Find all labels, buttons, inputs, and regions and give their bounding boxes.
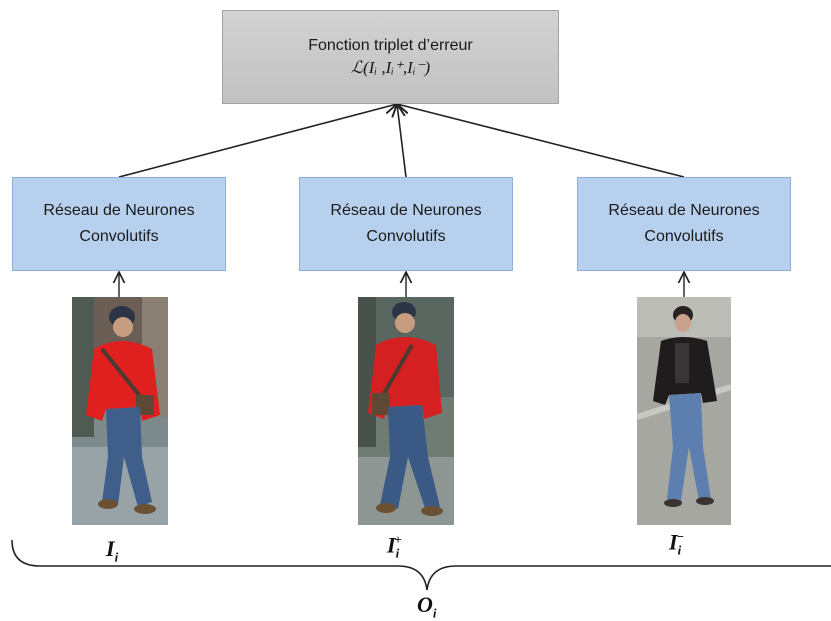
cnn-label-line2: Convolutifs xyxy=(79,228,159,245)
negative-label: Ii− xyxy=(669,529,685,558)
cnn-label-line1: Réseau de Neurones xyxy=(43,202,195,219)
positive-label: Ii+ xyxy=(387,532,402,561)
cnn-box-anchor: Réseau de Neurones Convolutifs xyxy=(12,177,226,271)
arrow-cnn1-to-loss xyxy=(118,104,397,178)
arrow-cnn3-to-loss xyxy=(397,104,685,178)
cnn-label-line1: Réseau de Neurones xyxy=(330,202,482,219)
anchor-pedestrian-image xyxy=(72,297,168,525)
cnn-label-line2: Convolutifs xyxy=(366,228,446,245)
cnn-label-line2: Convolutifs xyxy=(644,228,724,245)
loss-title: Fonction triplet d’erreur xyxy=(308,37,473,54)
group-brace xyxy=(11,539,831,591)
positive-pedestrian-image xyxy=(358,297,454,525)
cnn-box-positive: Réseau de Neurones Convolutifs xyxy=(299,177,513,271)
negative-pedestrian-image xyxy=(637,297,731,525)
anchor-label: Ii xyxy=(106,536,119,565)
loss-formula: ℒ(Iᵢ ,Iᵢ⁺,Iᵢ⁻) xyxy=(350,58,431,77)
cnn-box-negative: Réseau de Neurones Convolutifs xyxy=(577,177,791,271)
cnn-label-line1: Réseau de Neurones xyxy=(608,202,760,219)
arrow-cnn2-to-loss xyxy=(397,104,407,178)
group-label: Oi xyxy=(417,592,437,621)
loss-function-box: Fonction triplet d’erreur ℒ(Iᵢ ,Iᵢ⁺,Iᵢ⁻) xyxy=(222,10,559,104)
